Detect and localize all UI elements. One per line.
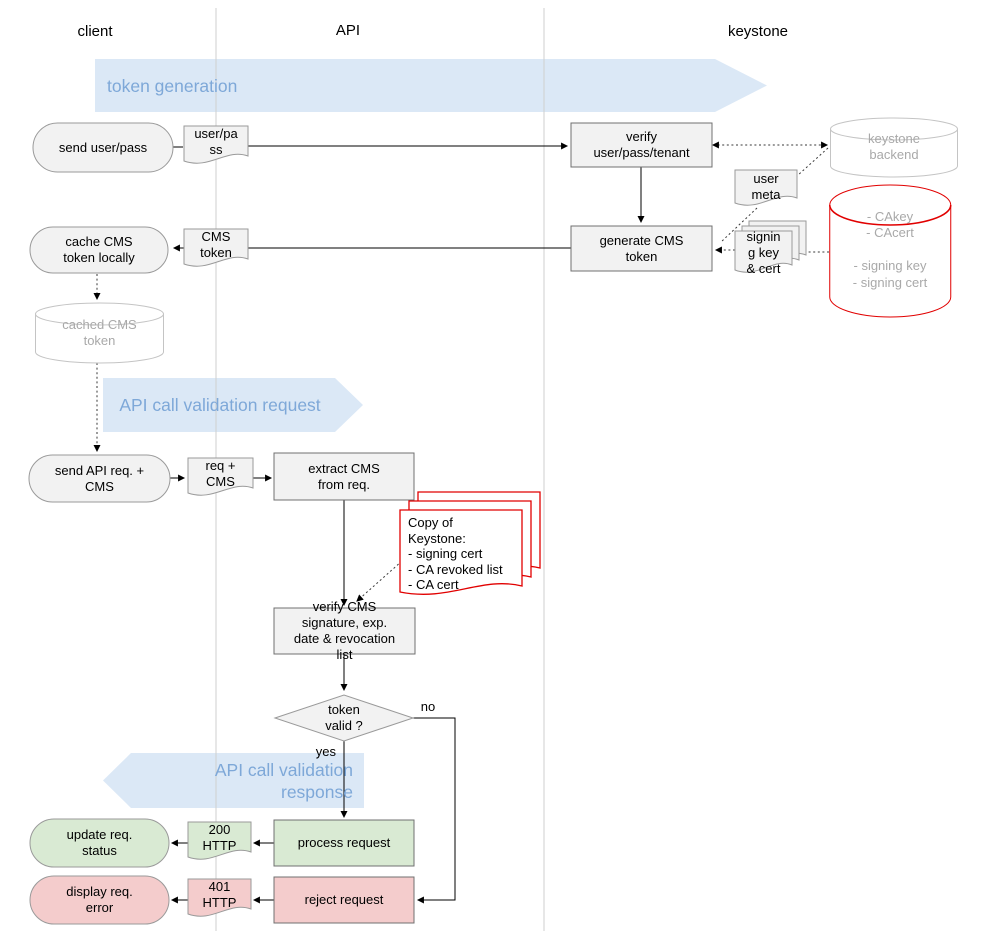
verify-cms-label: verify CMS signature, exp. date & revoca…: [293, 599, 396, 662]
validation-response-banner: [103, 753, 364, 808]
ca-store-label: - CAkey - CAcert - signing key - signing…: [852, 208, 928, 290]
req-cms-doc-label: req + CMS: [205, 458, 236, 489]
http-200-doc-label: 200 HTTP: [202, 822, 237, 853]
extract-cms-label: extract CMS from req.: [308, 460, 380, 492]
lane-header-api: API: [335, 22, 361, 39]
http-401-doc-label: 401 HTTP: [202, 879, 237, 910]
reject-request-label: reject request: [304, 892, 384, 907]
edge-label-yes: yes: [315, 744, 336, 759]
keystone-backend-label: keystone backend: [867, 131, 921, 162]
edge-backend-to-usermeta: [796, 147, 829, 177]
edge-copydocs-to-verifycms: [356, 560, 403, 602]
validation-response-banner-label: API call validation response: [214, 759, 353, 802]
lane-header-client: client: [77, 23, 113, 40]
cms-token-doc-label: CMS token: [200, 229, 232, 260]
token-generation-banner-label: token generation: [107, 75, 238, 96]
cache-cms-label: cache CMS token locally: [63, 234, 135, 265]
validation-request-banner: [103, 378, 363, 432]
user-pass-doc-label: user/pa ss: [194, 126, 238, 157]
edge-label-no: no: [420, 699, 436, 714]
send-api-label: send API req. + CMS: [54, 462, 145, 494]
lane-header-keystone: keystone: [727, 23, 789, 40]
token-valid-label: token valid ?: [325, 702, 363, 733]
edge-no-to-reject: [413, 717, 456, 904]
process-request-label: process request: [297, 835, 391, 850]
validation-request-banner-label: API call validation request: [119, 395, 321, 415]
keystone-copy-docs-label: Copy of Keystone: - signing cert - CA re…: [408, 515, 503, 592]
user-meta-doc-label: user meta: [751, 171, 781, 202]
cached-cms-label: cached CMS token: [62, 317, 137, 348]
update-status-label: update req. status: [66, 827, 133, 858]
token-generation-banner: [95, 59, 767, 112]
verify-userpass-label: verify user/pass/tenant: [593, 129, 690, 160]
signing-key-docs-label: signin g key & cert: [746, 229, 781, 276]
display-error-label: display req. error: [66, 884, 133, 915]
generate-cms-label: generate CMS token: [599, 232, 684, 264]
send-user-pass-label: send user/pass: [58, 139, 148, 155]
